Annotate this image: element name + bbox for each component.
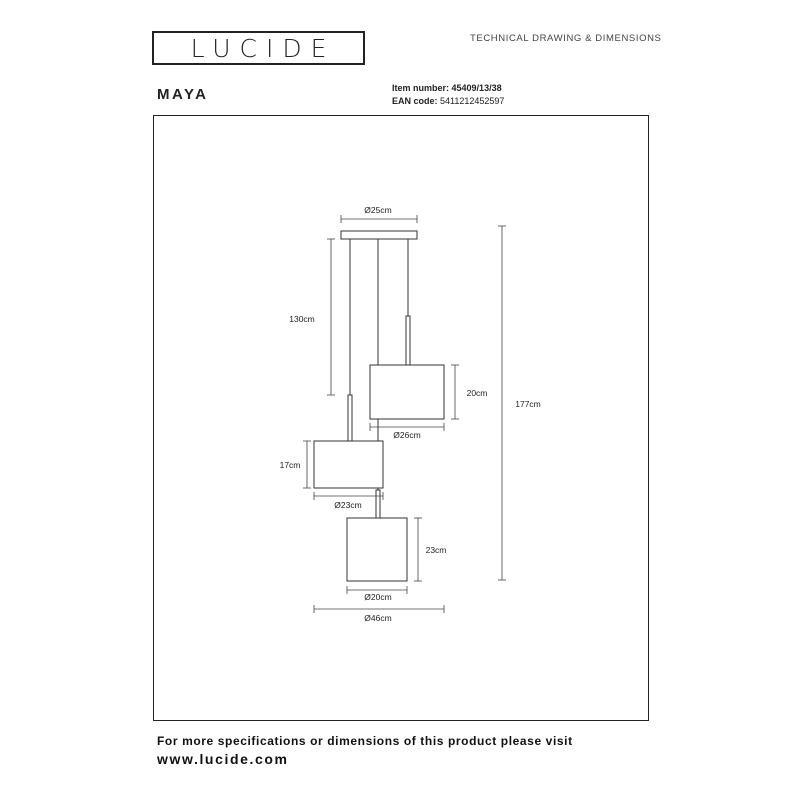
footer-note: For more specifications or dimensions of… xyxy=(157,734,573,748)
label-overall-width: Ø46cm xyxy=(364,613,391,623)
sleeve-left xyxy=(347,394,353,442)
shade-top xyxy=(369,364,445,420)
lucide-logo: LUCIDE xyxy=(152,31,365,65)
label-shade-mid-diameter: Ø23cm xyxy=(334,500,361,510)
footer-url[interactable]: www.lucide.com xyxy=(157,751,289,767)
label-cable-length: 130cm xyxy=(289,314,315,324)
sleeve-center xyxy=(375,489,381,519)
shade-middle xyxy=(313,440,384,489)
label-shade-top-height: 20cm xyxy=(467,388,488,398)
logo-text: LUCIDE xyxy=(190,33,336,63)
sleeve-right xyxy=(405,315,411,366)
ean-code-value: 5411212452597 xyxy=(440,96,505,106)
ceiling-canopy xyxy=(340,230,418,240)
ean-code-label: EAN code: xyxy=(392,96,438,106)
label-shade-bottom-height: 23cm xyxy=(426,545,447,555)
document-type: TECHNICAL DRAWING & DIMENSIONS xyxy=(470,33,662,44)
item-number-value: 45409/13/38 xyxy=(451,83,502,93)
product-name: MAYA xyxy=(157,86,209,103)
item-number-row: Item number: 45409/13/38 xyxy=(392,83,502,93)
shade-bottom xyxy=(346,517,408,582)
label-shade-top-diameter: Ø26cm xyxy=(393,430,420,440)
ean-code-row: EAN code: 5411212452597 xyxy=(392,96,504,106)
item-number-label: Item number: xyxy=(392,83,450,93)
drawing-frame xyxy=(153,115,649,721)
label-shade-bottom-diameter: Ø20cm xyxy=(364,592,391,602)
label-canopy-diameter: Ø25cm xyxy=(364,205,391,215)
label-shade-mid-height: 17cm xyxy=(280,460,301,470)
label-total-height: 177cm xyxy=(515,399,541,409)
